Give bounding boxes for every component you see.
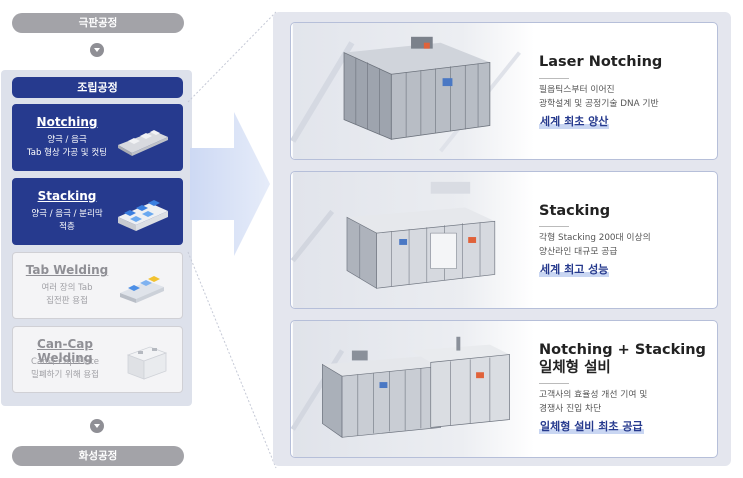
card-title: Notching + Stacking 일체형 설비 xyxy=(539,342,706,376)
tab-welding-icon xyxy=(120,276,164,303)
card-stacking: Stacking 각형 Stacking 200대 이상의 양산라인 대규모 공… xyxy=(290,171,718,309)
step-description: 양극 / 음극 / 분리막 적층 xyxy=(31,209,103,232)
card-divider xyxy=(539,78,569,79)
card-title: Laser Notching xyxy=(539,54,663,70)
arrow-right-icon xyxy=(190,112,270,256)
step-can-cap-welding: Can-Cap Welding Can과 Cap-Plate 밀폐하기 위해 용… xyxy=(12,326,183,393)
chevron-down-icon xyxy=(90,43,104,57)
step-stacking: Stacking 양극 / 음극 / 분리막 적층 xyxy=(12,178,183,245)
battery-can-icon xyxy=(126,346,168,380)
step-description: 여러 장의 Tab 집전판 용접 xyxy=(41,283,93,306)
card-description: 필옵틱스부터 이어진 광학설계 및 공정기술 DNA 기반 xyxy=(539,85,659,109)
card-divider xyxy=(539,226,569,227)
card-highlight: 일체형 설비 최초 공급 xyxy=(539,418,644,434)
step-title: Notching xyxy=(36,115,98,129)
notched-electrode-icon xyxy=(118,130,168,156)
step-title: Can-Cap Welding xyxy=(37,337,93,365)
card-highlight: 세계 최초 양산 xyxy=(539,113,610,129)
laser-notching-machine-image xyxy=(291,23,535,159)
step-title: Tab Welding xyxy=(25,263,109,277)
stage-formation: 화성공정 xyxy=(12,446,184,466)
step-tab-welding: Tab Welding 여러 장의 Tab 집전판 용접 xyxy=(12,252,183,319)
stacking-machine-image xyxy=(291,172,535,308)
card-notching-stacking: Notching + Stacking 일체형 설비 고객사의 효율성 개선 기… xyxy=(290,320,718,458)
card-divider xyxy=(539,383,569,384)
step-title: Stacking xyxy=(37,189,97,203)
card-highlight: 세계 최고 성능 xyxy=(539,261,610,277)
step-description: 양극 / 음극 Tab 형상 가공 및 컷팅 xyxy=(27,135,107,158)
notching-stacking-machine-image xyxy=(291,321,535,457)
step-notching: Notching 양극 / 음극 Tab 형상 가공 및 컷팅 xyxy=(12,104,183,171)
card-description: 각형 Stacking 200대 이상의 양산라인 대규모 공급 xyxy=(539,233,651,257)
chevron-down-icon xyxy=(90,419,104,433)
card-laser-notching: Laser Notching 필옵틱스부터 이어진 광학설계 및 공정기술 DN… xyxy=(290,22,718,160)
stage-electrode: 극판공정 xyxy=(12,13,184,33)
connector-lines xyxy=(187,11,277,469)
card-title: Stacking xyxy=(539,203,611,219)
electrode-stack-icon xyxy=(118,200,168,231)
card-description: 고객사의 효율성 개선 기여 및 경쟁사 진입 차단 xyxy=(539,390,648,414)
step-description: Can과 Cap-Plate 밀폐하기 위해 용접 xyxy=(31,357,99,380)
assembly-process-title: 조립공정 xyxy=(12,77,183,98)
